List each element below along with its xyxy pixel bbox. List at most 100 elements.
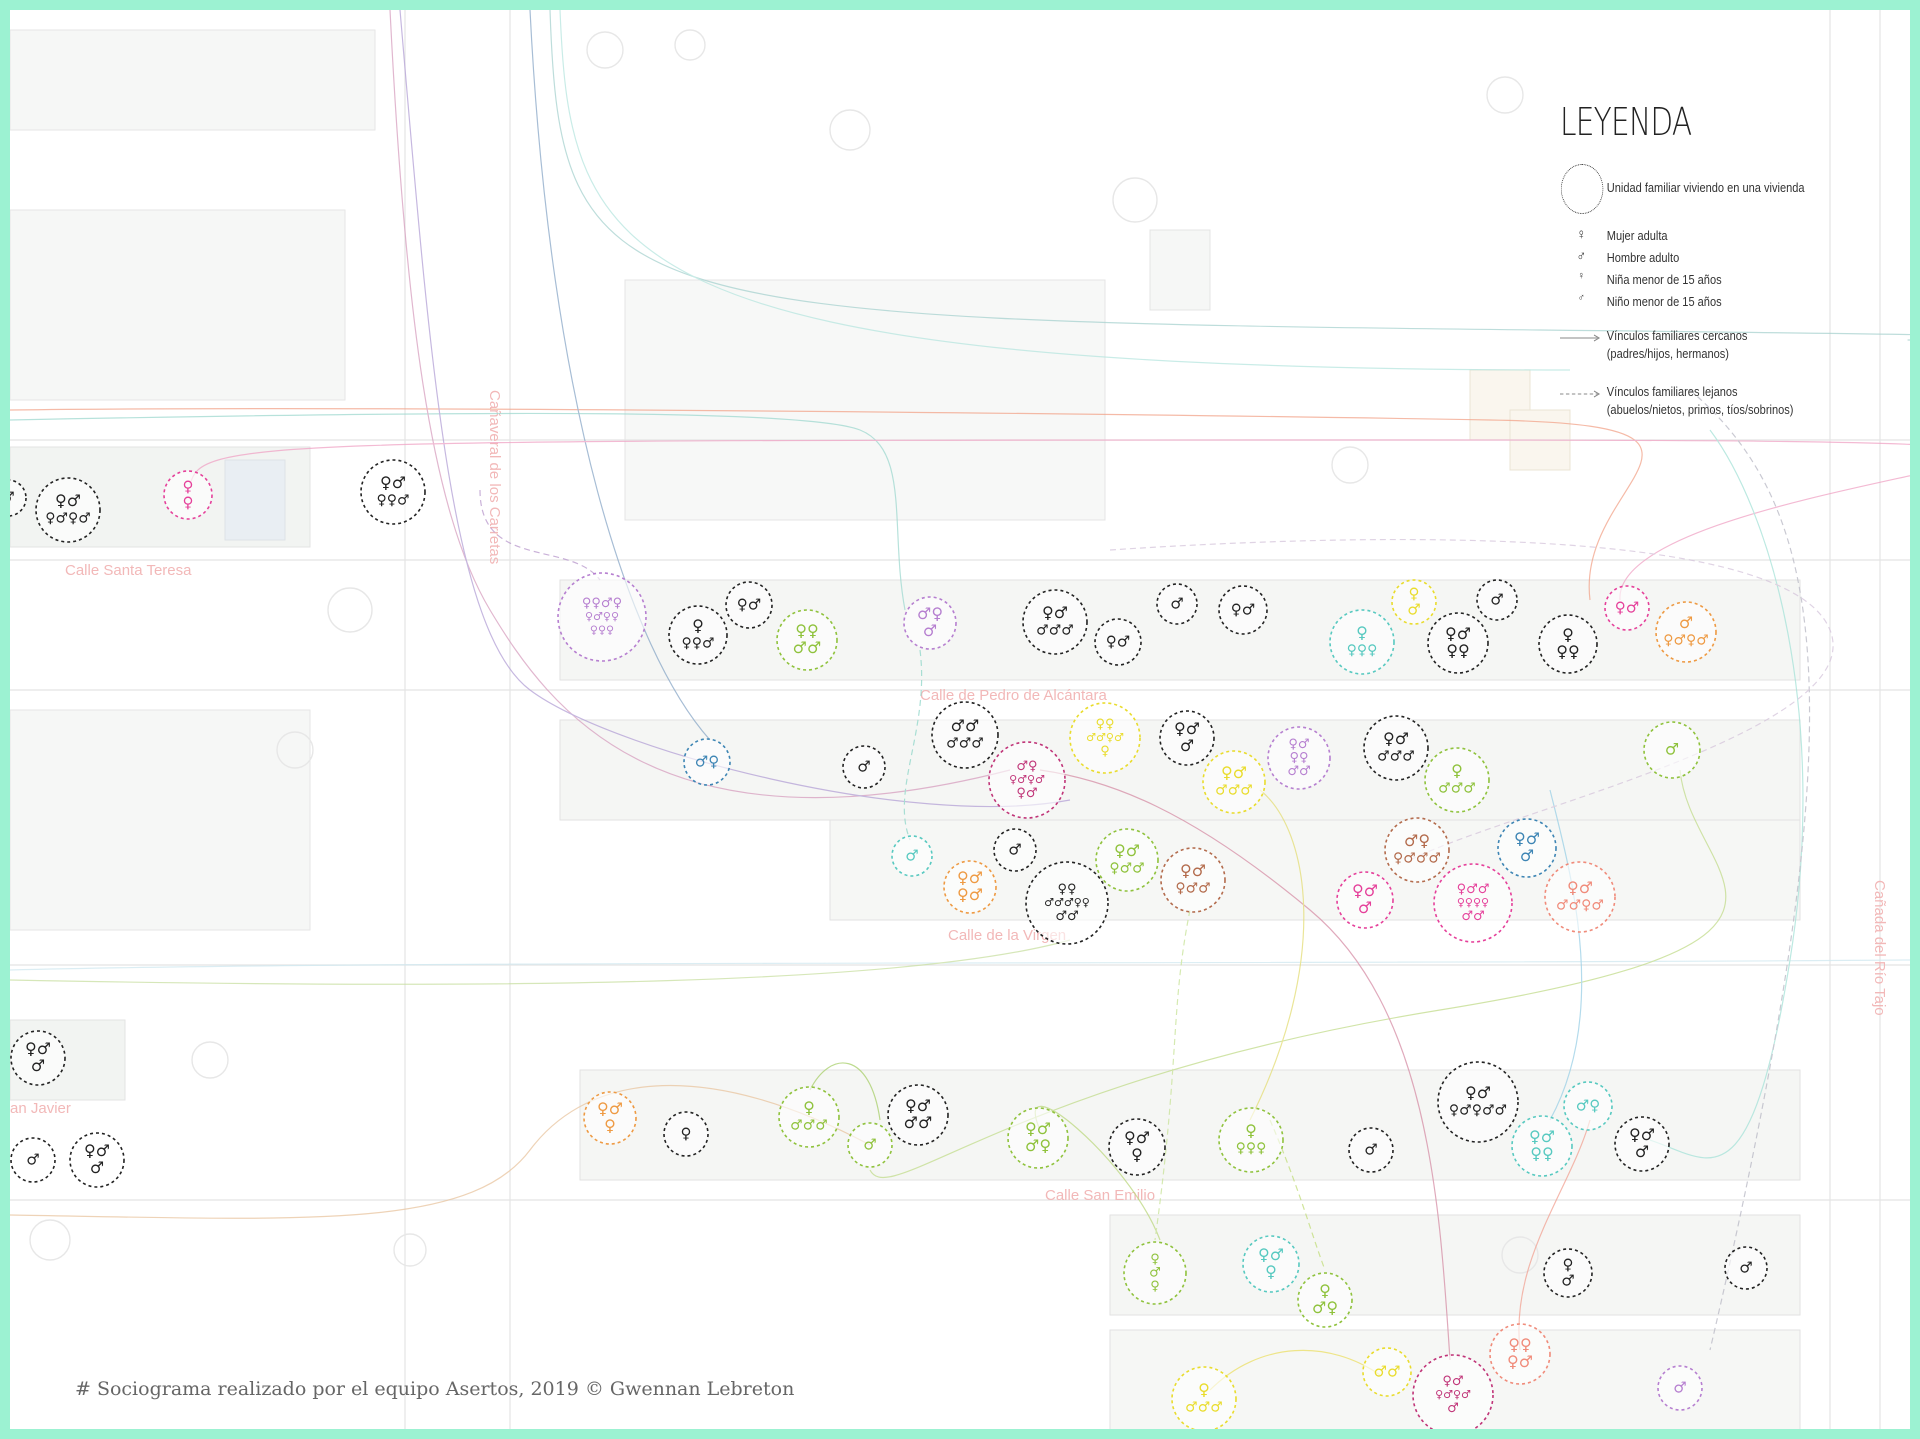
family-unit[interactable]: ♀♂♂♂♀♂ [1544, 861, 1616, 933]
family-unit[interactable]: ♀♂♂♂♂ [1202, 750, 1266, 814]
family-unit[interactable]: ♀♂♀♂♀♂ [35, 477, 101, 543]
family-unit[interactable]: ♀♂♂♀ [1007, 1107, 1069, 1169]
legend-row-boy: ♂ Niño menor de 15 años [1560, 292, 1849, 326]
family-unit[interactable]: ♀♂♀♀ [1511, 1115, 1573, 1177]
family-unit-circle [847, 1122, 893, 1168]
family-unit[interactable]: ♂♂ [1362, 1347, 1412, 1397]
family-unit-circle [1604, 585, 1650, 631]
family-unit[interactable]: ♀♂♂ [10, 1030, 66, 1086]
family-unit[interactable]: ♀♂♂♂ [1171, 1366, 1237, 1429]
family-unit[interactable]: ♀♂♀♂♀♂♂ [1437, 1061, 1519, 1143]
family-unit[interactable]: ♀♂ [1391, 579, 1437, 625]
family-unit[interactable]: ♀♂ [1604, 585, 1650, 631]
family-members-row: ♂ [1170, 595, 1183, 613]
family-members-row: ♀ [1356, 623, 1368, 642]
family-unit[interactable]: ♀♂♀ [583, 1091, 637, 1145]
family-unit-circle [10, 1030, 66, 1086]
family-members-row: ♂♂ [793, 638, 822, 657]
family-unit[interactable]: ♀♂♂♂♂ [1363, 715, 1429, 781]
family-members-row: ♂♂♂ [1377, 748, 1415, 764]
family-unit[interactable]: ♂♀♂ [903, 596, 957, 650]
family-unit[interactable]: ♀♂♂♂ [1424, 747, 1490, 813]
family-unit[interactable]: ♀♂♂ [1159, 710, 1215, 766]
family-unit[interactable]: ♀♀♀ [1538, 614, 1598, 674]
family-unit[interactable]: ♂ [847, 1122, 893, 1168]
family-unit-circle [1724, 1246, 1768, 1290]
family-unit[interactable]: ♀♂ [1218, 585, 1268, 635]
family-unit[interactable]: ♂♀ [683, 738, 731, 786]
family-unit[interactable]: ♂ [10, 1137, 56, 1183]
family-unit[interactable]: ♀♀♀♂ [668, 605, 728, 665]
family-unit[interactable]: ♀♂♂ [1614, 1116, 1670, 1172]
family-unit[interactable]: ♂♀♀♂♂♂ [1384, 817, 1450, 883]
family-unit[interactable]: ♀♀♂♂♀♂♀ [1069, 702, 1141, 774]
sociogram-map[interactable]: Calle Santa Teresa Cañaveral de los Carr… [10, 10, 1910, 1429]
family-unit-circle [1497, 818, 1557, 878]
family-unit[interactable]: ♀♂♂♂ [887, 1084, 949, 1146]
link-close [399, 10, 1071, 808]
family-unit[interactable]: ♀♀♂♂ [776, 609, 838, 671]
family-members-row: ♂ [857, 758, 870, 776]
solid-arrow-icon [1560, 334, 1601, 342]
family-unit-circle [69, 1132, 125, 1188]
family-unit[interactable]: ♂♀♀♂♀♂♀♂ [988, 741, 1066, 819]
family-members-row: ♂♂ [1461, 909, 1484, 924]
family-unit[interactable]: ♀♂♀♀ [1427, 612, 1489, 674]
family-unit[interactable]: ♂ [1643, 721, 1701, 779]
family-unit[interactable]: ♀♂♀♀♂♂ [1267, 726, 1331, 790]
family-unit[interactable]: ♀♂♂♀♀♀♀♂♂ [1433, 863, 1513, 943]
family-unit-circle [1384, 817, 1450, 883]
family-unit[interactable]: ♀♀♀♀ [1329, 609, 1395, 675]
family-unit[interactable]: ♀♂♂ [1497, 818, 1557, 878]
family-members-row: ♀♂ [1288, 737, 1309, 752]
family-unit[interactable]: ♀♂♂♂♂ [1022, 589, 1088, 655]
family-unit[interactable]: ♀♀♂♀♀♂♀♀♀♀♀ [557, 572, 647, 662]
family-unit[interactable]: ♂♀ [1563, 1081, 1613, 1131]
family-unit[interactable]: ♂ [1348, 1127, 1394, 1173]
family-unit-circle [1095, 828, 1159, 892]
family-unit[interactable]: ♀♀♀♀ [1218, 1107, 1284, 1173]
family-unit[interactable]: ♀♂♀♂♂ [1160, 847, 1226, 913]
family-unit[interactable]: ♂ [1476, 579, 1518, 621]
family-unit[interactable]: ♀♂♀♀♂ [360, 459, 426, 525]
family-members-row: ♂ [1180, 736, 1194, 755]
legend-title: LEYENDA [1560, 100, 1692, 144]
family-unit[interactable]: ♂♂♂♂♂ [931, 701, 999, 769]
family-members-row: ♀♂ [1567, 878, 1593, 897]
family-unit[interactable]: ♀♂♀ [1123, 1241, 1187, 1305]
family-unit[interactable]: ♀♂ [1543, 1248, 1593, 1298]
family-members-row: ♀♂ [1445, 624, 1471, 643]
family-unit[interactable]: ♂ [10, 479, 27, 517]
family-unit[interactable]: ♀♂♀ [1297, 1272, 1353, 1328]
family-unit[interactable]: ♂ [842, 745, 886, 789]
link-close [1209, 1349, 1381, 1391]
family-unit[interactable]: ♀♂ [725, 581, 773, 629]
family-unit[interactable]: ♀♂♂ [1336, 871, 1394, 929]
family-members-row: ♀♂ [1529, 1127, 1555, 1146]
family-unit[interactable]: ♀♂♂♂ [778, 1086, 840, 1148]
family-members-row: ♀♂♂♂ [1393, 850, 1441, 866]
family-unit[interactable]: ♀♀♂♂♂♀♀♂♂ [1025, 861, 1109, 945]
family-unit[interactable]: ♂ [891, 835, 933, 877]
family-members-row: ♀♀ [1530, 1144, 1553, 1163]
family-unit[interactable]: ♀♂♂ [69, 1132, 125, 1188]
family-unit[interactable]: ♂ [1724, 1246, 1768, 1290]
family-unit[interactable]: ♀♂ [1094, 618, 1142, 666]
family-members-row: ♂ [1635, 1142, 1649, 1161]
family-unit[interactable]: ♀♂♀ [1242, 1235, 1300, 1293]
family-unit[interactable]: ♀♀ [163, 470, 213, 520]
family-unit[interactable]: ♀♂♀♂♀♂♂ [1412, 1354, 1494, 1429]
family-unit[interactable]: ♂ [1156, 583, 1198, 625]
family-members-row: ♂ [1679, 613, 1693, 632]
family-unit[interactable]: ♂♀♂♀♂ [1655, 601, 1717, 663]
legend-row-woman: ♀ Mujer adulta [1560, 226, 1849, 248]
family-unit[interactable]: ♀♂♀ [1108, 1118, 1166, 1176]
family-unit[interactable]: ♀♀♀♂ [1489, 1323, 1551, 1385]
family-members-row: ♀♂ [1352, 881, 1378, 900]
family-unit[interactable]: ♀♂♀♂♂ [1095, 828, 1159, 892]
family-unit[interactable]: ♀ [663, 1111, 709, 1157]
family-unit[interactable]: ♂ [993, 828, 1037, 872]
family-unit[interactable]: ♀♂♀♂ [943, 860, 997, 914]
legend-woman-label: Mujer adulta [1606, 228, 1668, 243]
family-unit[interactable]: ♂ [1657, 1365, 1703, 1411]
